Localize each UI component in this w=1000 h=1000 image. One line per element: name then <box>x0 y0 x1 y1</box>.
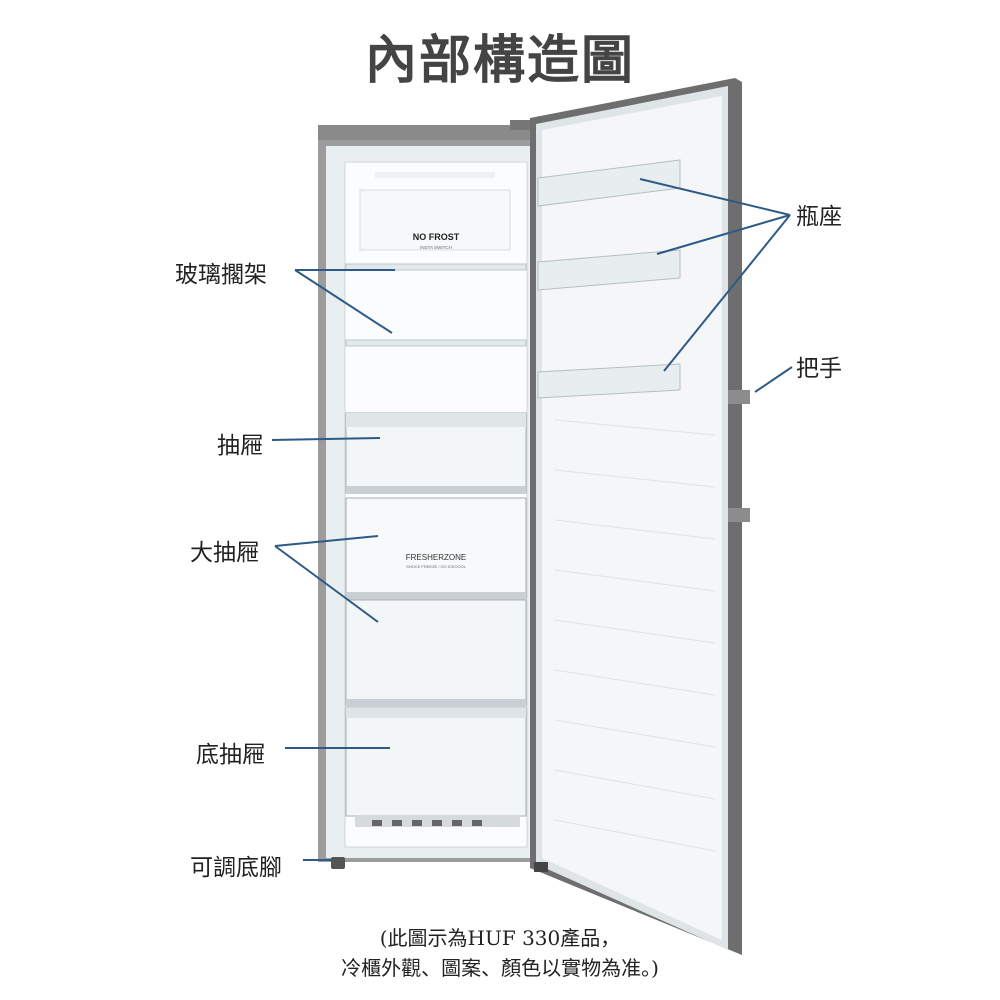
leader-bottle-holder-3 <box>663 214 791 372</box>
caption-line-2: 冷櫃外觀、圖案、顏色以實物為准。) <box>341 956 659 980</box>
label-glass-shelf: 玻璃擱架 <box>175 262 267 288</box>
label-bottom-drawer: 底抽屜 <box>196 742 265 768</box>
glass-shelves <box>345 263 527 347</box>
leader-large-drawer-1 <box>274 535 379 547</box>
label-bottle-holder: 瓶座 <box>796 204 842 230</box>
diagram-title: 內部構造圖 <box>364 31 635 91</box>
bottom-drawer <box>345 707 527 827</box>
fresherzone-subtext: SHOCK FREEZE / GO ICECOOL <box>406 564 467 569</box>
annotation-lines <box>271 178 793 861</box>
adjustable-foot <box>331 857 345 869</box>
large-drawer <box>345 497 527 707</box>
leader-drawer <box>271 437 381 441</box>
caption-line-1: (此圖示為HUF 330產品， <box>379 926 621 950</box>
freezer-door <box>530 78 750 955</box>
leader-glass-shelf-2 <box>294 269 393 334</box>
label-adjustable-feet: 可調底腳 <box>190 855 282 881</box>
leader-bottle-holder-2 <box>656 214 791 255</box>
upper-drawer <box>345 412 527 494</box>
no-frost-subtext: INSTA SWITCH <box>420 245 452 250</box>
fresherzone-text: FRESHERZONE <box>406 553 466 562</box>
leader-handle <box>754 366 793 393</box>
label-large-drawer: 大抽屜 <box>190 540 259 566</box>
label-drawer: 抽屜 <box>217 433 263 459</box>
no-frost-text: NO FROST <box>413 232 460 242</box>
label-handle: 把手 <box>796 356 842 382</box>
leader-bottle-holder-1 <box>639 178 791 216</box>
leader-large-drawer-2 <box>274 545 379 623</box>
